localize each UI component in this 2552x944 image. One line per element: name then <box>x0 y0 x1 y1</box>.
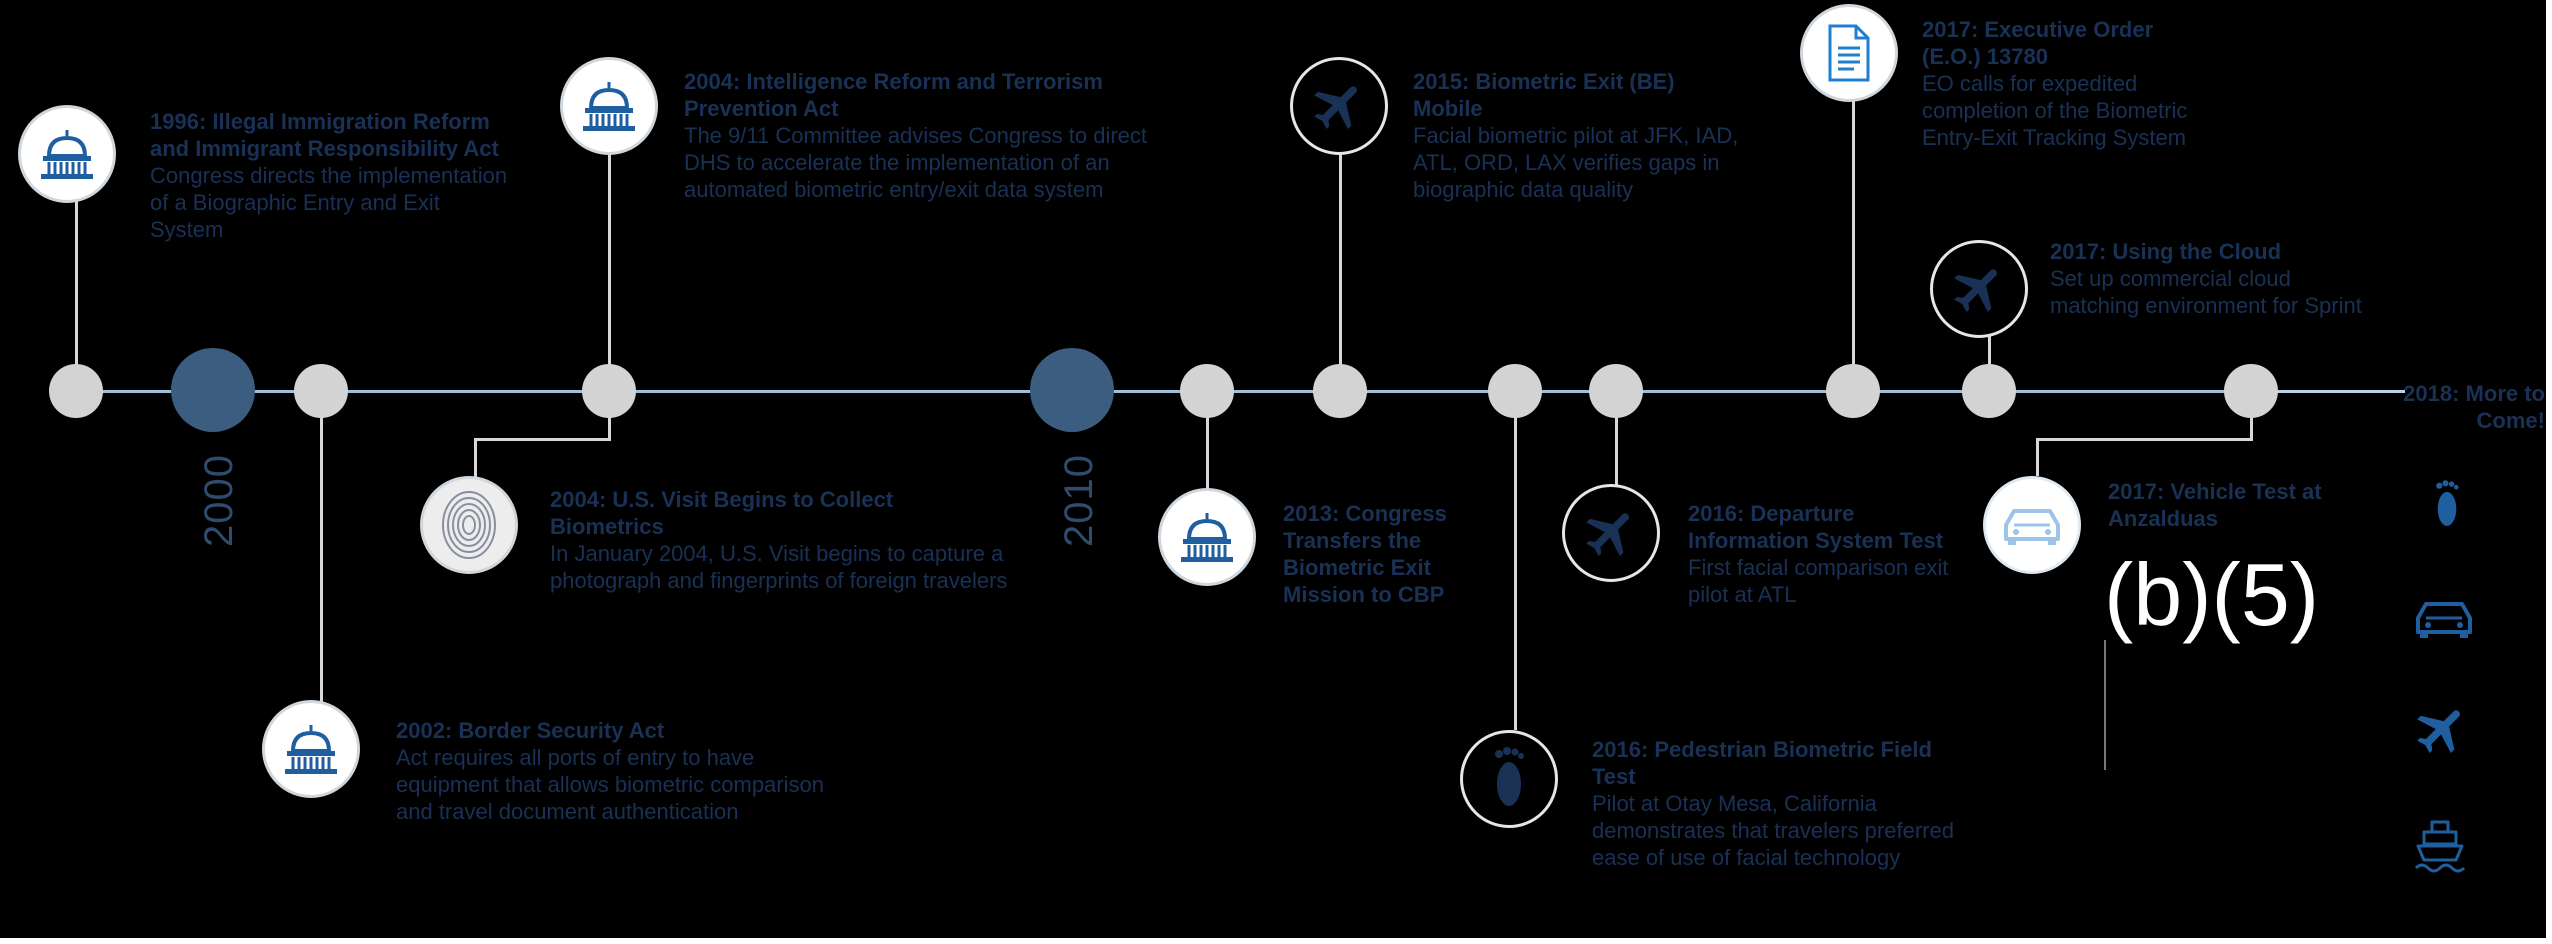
event-2013: 2013: Congress Transfers the Biometric E… <box>1283 500 1473 608</box>
decade-label-2000: 2000 <box>196 454 241 547</box>
node-2016b <box>1589 364 1643 418</box>
event-description: Congress directs the implementation of a… <box>150 163 508 242</box>
stem-2004b <box>608 410 611 440</box>
document-icon <box>1828 24 1870 82</box>
stem-2017a <box>1852 100 1855 370</box>
capitol-icon <box>285 725 337 774</box>
event-2017a: 2017: Executive Order (E.O.) 13780 EO ca… <box>1922 16 2212 151</box>
event-title: 2002: Border Security Act <box>396 718 665 743</box>
decade-node-2000 <box>171 348 255 432</box>
event-title: 2004: U.S. Visit Begins to Collect Biome… <box>550 487 894 539</box>
node-2017c <box>2224 364 2278 418</box>
stem-2015 <box>1339 150 1342 370</box>
footprint-icon <box>1495 747 1524 806</box>
stem-2016a <box>1514 410 1517 730</box>
stem-2002 <box>320 410 323 705</box>
event-1996: 1996: Illegal Immigration Reform and Imm… <box>150 108 510 243</box>
capitol-icon <box>583 82 635 131</box>
event-2016a: 2016: Pedestrian Biometric Field Test Pi… <box>1592 736 1972 871</box>
event-title: 2013: Congress Transfers the Biometric E… <box>1283 501 1447 607</box>
stem-2017c-horizontal <box>2036 438 2253 441</box>
stem-2016b <box>1615 410 1618 485</box>
footprint-icon <box>2436 480 2459 526</box>
event-icon-2004b <box>420 476 518 574</box>
event-title: 2017: Vehicle Test at Anzalduas <box>2108 479 2322 531</box>
airplane-icon <box>1314 86 1357 129</box>
event-description: The 9/11 Committee advises Congress to d… <box>684 123 1148 202</box>
event-icon-1996 <box>18 105 116 203</box>
stem-2017b <box>1988 335 1991 370</box>
decade-node-2010 <box>1030 348 1114 432</box>
event-2018: 2018: More to Come! <box>2330 380 2545 434</box>
event-icon-2002 <box>262 700 360 798</box>
event-icon-2004a <box>560 57 658 155</box>
node-2015 <box>1313 364 1367 418</box>
event-icon-2016b <box>1562 484 1660 582</box>
event-title: 2004: Intelligence Reform and Terrorism … <box>684 69 1103 121</box>
node-2004 <box>582 364 636 418</box>
timeline-arrow-tail <box>2260 390 2405 393</box>
airplane-icon <box>1954 269 1997 312</box>
car-icon <box>2416 602 2472 638</box>
node-2002 <box>294 364 348 418</box>
event-description: Pilot at Otay Mesa, California demonstra… <box>1592 791 1954 870</box>
stem-2004b-horizontal <box>474 438 611 441</box>
event-icon-2015 <box>1290 57 1388 155</box>
event-title: 2016: Departure Information System Test <box>1688 501 1944 553</box>
stem-2004a <box>608 150 611 370</box>
airplane-icon <box>1586 513 1629 556</box>
node-2017b <box>1962 364 2016 418</box>
node-1996 <box>49 364 103 418</box>
event-description: EO calls for expedited completion of the… <box>1922 71 2188 150</box>
event-title: 2017: Executive Order (E.O.) 13780 <box>1922 17 2154 69</box>
capitol-icon <box>41 130 93 179</box>
event-2004b: 2004: U.S. Visit Begins to Collect Biome… <box>550 486 1010 594</box>
event-title: 2018: More to Come! <box>2403 381 2545 433</box>
ship-icon <box>2414 820 2466 873</box>
event-title: 2017: Using the Cloud <box>2050 239 2282 264</box>
node-2017a <box>1826 364 1880 418</box>
redaction-divider <box>2104 640 2106 770</box>
event-description: In January 2004, U.S. Visit begins to ca… <box>550 541 1008 593</box>
stem-2017c-drop <box>2036 438 2039 476</box>
event-description: Facial biometric pilot at JFK, IAD, ATL,… <box>1413 123 1739 202</box>
event-icon-2017a <box>1800 4 1898 102</box>
event-icon-2013 <box>1158 488 1256 586</box>
event-icon-2017c <box>1983 476 2081 574</box>
car-icon <box>2004 509 2060 545</box>
capitol-icon <box>1181 513 1233 562</box>
redaction-label: (b)(5) <box>2104 545 2320 644</box>
node-2013 <box>1180 364 1234 418</box>
event-icon-2017b <box>1930 240 2028 338</box>
event-2002: 2002: Border Security Act Act requires a… <box>396 717 836 825</box>
fingerprint-icon <box>442 491 496 559</box>
stem-2004b-drop <box>474 438 477 478</box>
event-description: First facial comparison exit pilot at AT… <box>1688 555 1949 607</box>
airplane-icon <box>2417 710 2460 753</box>
event-2004a: 2004: Intelligence Reform and Terrorism … <box>684 68 1154 203</box>
decade-label-2010: 2010 <box>1056 454 1101 547</box>
stem-2013 <box>1206 410 1209 490</box>
node-2016a <box>1488 364 1542 418</box>
event-description: Act requires all ports of entry to have … <box>396 745 824 824</box>
event-title: 1996: Illegal Immigration Reform and Imm… <box>150 109 499 161</box>
event-icon-2016a <box>1460 730 1558 828</box>
event-description: Set up commercial cloud matching environ… <box>2050 266 2362 318</box>
event-2016b: 2016: Departure Information System Test … <box>1688 500 1978 608</box>
event-2017c: 2017: Vehicle Test at Anzalduas <box>2108 478 2368 532</box>
timeline-line <box>75 390 2405 393</box>
event-2015: 2015: Biometric Exit (BE) Mobile Facial … <box>1413 68 1743 203</box>
event-title: 2016: Pedestrian Biometric Field Test <box>1592 737 1932 789</box>
stem-2017c <box>2250 410 2253 440</box>
event-2017b: 2017: Using the Cloud Set up commercial … <box>2050 238 2380 319</box>
event-title: 2015: Biometric Exit (BE) Mobile <box>1413 69 1675 121</box>
stem-1996 <box>75 200 78 370</box>
